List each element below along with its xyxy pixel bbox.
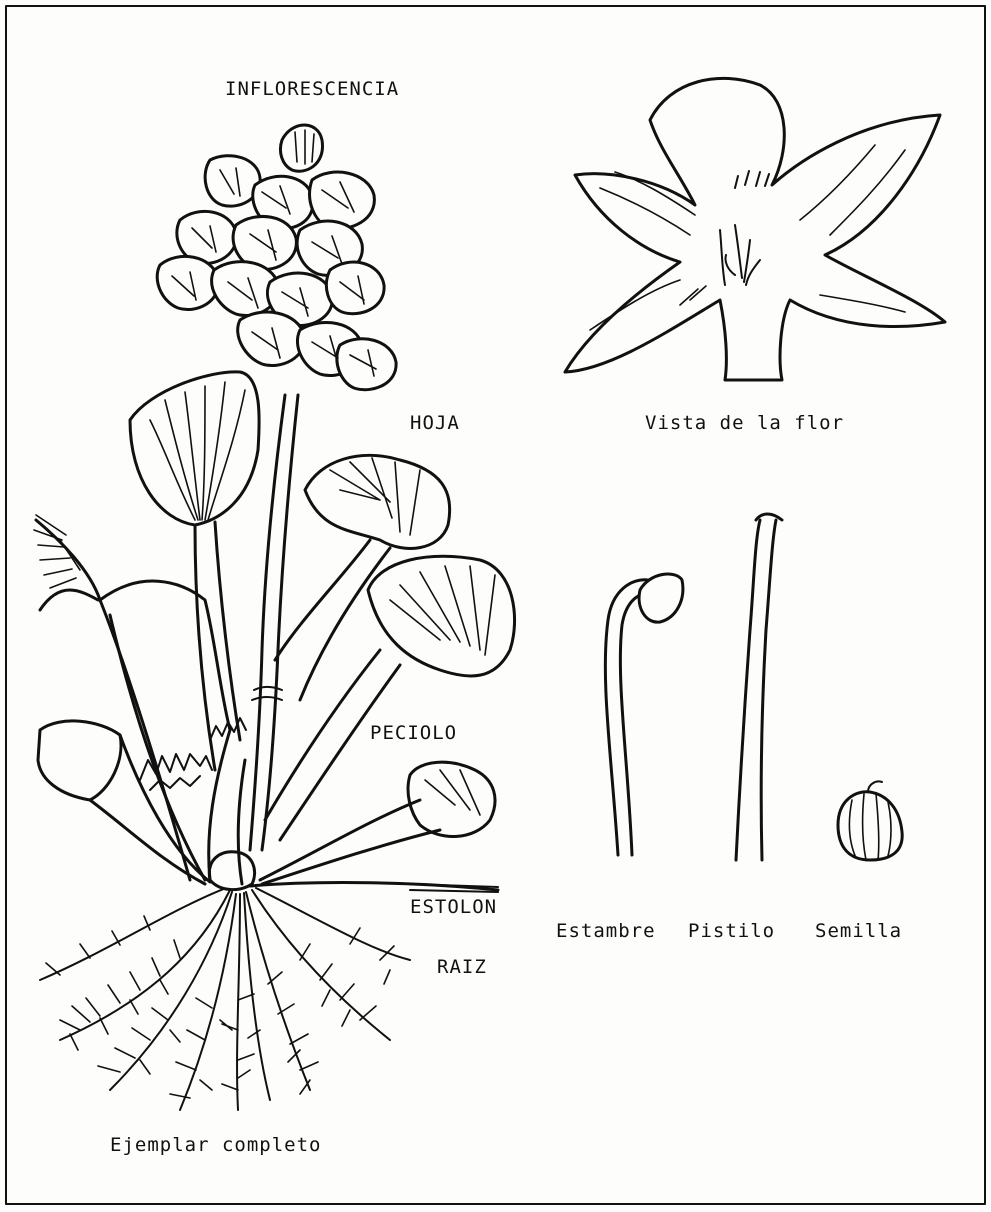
label-whole-specimen: Ejemplar completo: [110, 1134, 321, 1156]
label-leaf: HOJA: [410, 412, 460, 434]
label-flower-view: Vista de la flor: [645, 412, 844, 434]
label-inflorescence: INFLORESCENCIA: [225, 78, 399, 100]
label-seed: Semilla: [815, 920, 902, 942]
inflorescence-cluster: [157, 125, 396, 390]
flower-view-drawing: [565, 78, 945, 380]
root-system: [40, 888, 410, 1110]
stalk-node: [252, 687, 282, 700]
flower-stalk-outline: [262, 395, 298, 850]
stamen-drawing: [605, 574, 683, 855]
label-stamen: Estambre: [556, 920, 656, 942]
seed-drawing: [838, 781, 902, 860]
pistil-drawing: [736, 514, 782, 860]
label-pistil: Pistilo: [688, 920, 775, 942]
label-petiole: PECIOLO: [370, 722, 457, 744]
plant-base: [209, 852, 254, 890]
leaves: [34, 372, 515, 884]
label-stolon: ESTOLON: [410, 896, 497, 918]
label-root: RAIZ: [437, 956, 487, 978]
